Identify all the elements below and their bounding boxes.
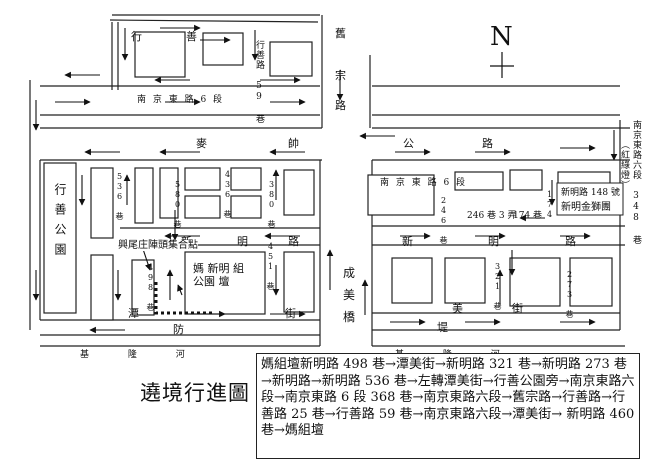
block-top-1 <box>134 31 186 78</box>
block-temple <box>184 251 266 315</box>
xinming-jinshi-box <box>556 182 624 216</box>
label-shan: 善 <box>186 30 197 43</box>
block-c <box>159 167 179 219</box>
road-fangdi <box>40 329 620 336</box>
label-gong: 公 <box>403 137 414 150</box>
blocks <box>43 31 613 321</box>
label-jiuzong-1: 舊 <box>335 27 346 40</box>
route-description-box: 媽組壇新明路 498 巷→潭美街→新明路 321 巷→新明路 273 巷→新明路… <box>256 353 640 459</box>
label-xinming-jinshi: 新明金獅團 <box>561 202 611 213</box>
label-nanjing-mid: 南 京 東 路 6 段 <box>380 178 468 188</box>
label-xingshan-park: 行善公園 <box>53 183 67 263</box>
label-lane-436: 436 巷 <box>223 170 232 219</box>
road-left-edge <box>29 80 41 330</box>
label-qiao: 橋 <box>343 310 356 324</box>
label-lane-580: 580 巷 <box>173 180 182 229</box>
north-arrow-cross <box>490 52 514 78</box>
block-p <box>391 257 433 304</box>
label-lane-273: 273 巷 <box>565 270 574 319</box>
road-xingshan-top <box>111 22 119 90</box>
block-b <box>134 167 154 224</box>
block-i <box>90 254 114 321</box>
label-lane-321: 321 巷 <box>493 262 502 311</box>
block-d <box>184 167 221 191</box>
label-lu: 路 <box>482 137 493 150</box>
label-mei-bridge: 美 <box>343 288 356 302</box>
road-xinming-top <box>120 225 625 229</box>
block-f <box>184 195 221 219</box>
label-nanjing-348: 南京東路六段 348 巷 <box>631 120 641 245</box>
label-traffic-light: （紅綠燈） <box>619 140 629 190</box>
block-n <box>509 169 543 191</box>
block-top-3 <box>269 41 313 77</box>
block-a <box>90 167 114 239</box>
start-dotted-path <box>154 282 215 315</box>
block-q <box>444 257 486 304</box>
map-title: 遶境行進圖 <box>140 381 250 405</box>
label-di: 堤 <box>437 321 448 334</box>
block-top-2 <box>202 32 244 66</box>
block-m <box>454 171 504 191</box>
label-mei-street: 美 <box>452 302 463 315</box>
label-jie-left: 街 <box>285 307 296 320</box>
label-shi: 帥 <box>288 137 299 150</box>
label-jiuzong-3: 路 <box>335 99 346 112</box>
block-s <box>569 257 613 307</box>
label-temple: 媽 新明 組 公園 壇 <box>193 262 244 288</box>
label-fang: 防 <box>173 323 184 336</box>
road-nanjing-upper-right <box>372 85 620 116</box>
road-jiuzong <box>321 15 371 128</box>
label-xingshan-59: 行善路 59 巷 <box>254 40 264 124</box>
label-jilong-river-left: 基 隆 河 <box>80 350 203 360</box>
block-k <box>283 251 315 313</box>
route-arrows <box>32 24 618 334</box>
label-tan: 潭 <box>128 307 139 320</box>
road-top-edge <box>109 14 320 23</box>
label-jiuzong-2: 宗 <box>335 69 346 82</box>
block-e <box>230 167 262 191</box>
block-r <box>509 257 561 307</box>
road-nanjing-upper <box>40 85 320 116</box>
block-j <box>131 259 155 316</box>
label-lane-380: 380 巷 <box>267 180 276 229</box>
route-description-text: 媽組壇新明路 498 巷→潭美街→新明路 321 巷→新明路 273 巷→新明路… <box>261 357 635 438</box>
north-indicator: N <box>490 22 513 52</box>
road-tanmei-top <box>40 312 620 321</box>
label-lu-b: 路 <box>565 235 576 248</box>
block-g <box>230 195 262 219</box>
label-lu-a: 路 <box>288 235 299 248</box>
label-xinming-148: 新明路 148 號 <box>561 188 620 198</box>
label-jie: 街 <box>512 302 523 315</box>
label-lane-246-3: 246 巷 3 弄 <box>467 211 517 221</box>
label-xingshan: 行 <box>131 30 142 43</box>
block-l <box>367 174 435 216</box>
label-mai: 麥 <box>196 137 207 150</box>
block-xingshan-park <box>43 162 77 314</box>
label-nanjing-upper: 南 京 東 路 6 段 <box>137 95 225 105</box>
label-gathering-point: 興尾庄陣頭集合點 <box>118 240 198 251</box>
label-lane-174b: 174 <box>545 190 554 220</box>
label-lane-174: 174 巷 <box>513 211 543 221</box>
road-outlines <box>29 14 630 347</box>
block-h <box>283 169 315 216</box>
label-lane-536: 536 巷 <box>115 172 124 221</box>
label-ming-a: 明 <box>237 235 248 248</box>
label-lane-246: 246 巷 <box>439 196 448 245</box>
label-lane-451: 451 巷 <box>266 242 275 291</box>
label-lane-498: 498 巷 <box>146 263 155 312</box>
label-xin-b: 新 <box>402 235 413 248</box>
label-cheng: 成 <box>343 266 356 280</box>
arrow-temple <box>177 284 184 296</box>
label-ming-b: 明 <box>488 235 499 248</box>
